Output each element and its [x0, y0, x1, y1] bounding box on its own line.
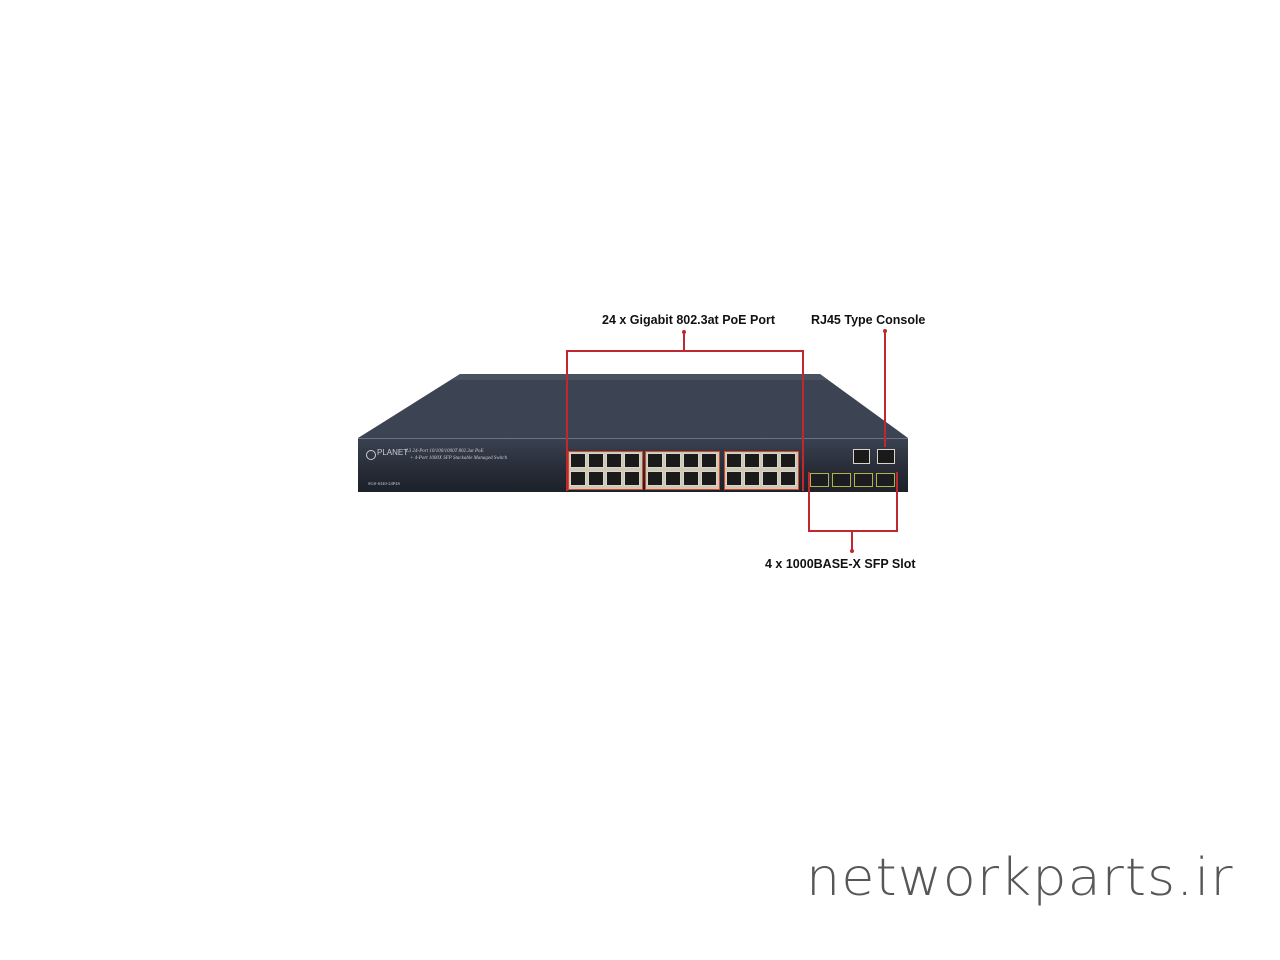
- poe-port[interactable]: [647, 471, 663, 486]
- switch-front-panel: PLANET L3 24-Port 10/100/1000T 802.3at P…: [358, 438, 908, 492]
- sfp-slot[interactable]: [810, 473, 829, 487]
- poe-callout-box-left: [566, 350, 568, 491]
- rj45-management-port[interactable]: [853, 449, 870, 464]
- device-description-1: L3 24-Port 10/100/1000T 802.3at PoE: [406, 449, 484, 454]
- poe-port[interactable]: [606, 453, 622, 468]
- watermark: networkparts.ir: [806, 847, 1234, 908]
- poe-port[interactable]: [665, 453, 681, 468]
- poe-port[interactable]: [726, 453, 742, 468]
- poe-port[interactable]: [744, 471, 760, 486]
- poe-port[interactable]: [665, 471, 681, 486]
- poe-port[interactable]: [762, 471, 778, 486]
- poe-port[interactable]: [606, 471, 622, 486]
- sfp-callout-box-right: [896, 472, 898, 531]
- poe-ports-label: 24 x Gigabit 802.3at PoE Port: [602, 313, 775, 327]
- rj45-console-port[interactable]: [877, 449, 895, 464]
- poe-port[interactable]: [744, 453, 760, 468]
- poe-port[interactable]: [701, 453, 717, 468]
- console-callout-leader: [884, 331, 886, 447]
- console-label: RJ45 Type Console: [811, 313, 926, 327]
- sfp-callout-box-bottom: [808, 530, 898, 532]
- sfp-slot[interactable]: [876, 473, 895, 487]
- switch-top-surface: [358, 374, 908, 438]
- console-callout-dot: [883, 329, 887, 333]
- poe-port[interactable]: [683, 453, 699, 468]
- planet-logo-icon: [366, 450, 376, 460]
- sfp-callout-leader: [851, 531, 853, 550]
- poe-port[interactable]: [762, 453, 778, 468]
- poe-callout-leader: [683, 332, 685, 350]
- poe-port[interactable]: [683, 471, 699, 486]
- model-number: SGS-6340-24P4S: [368, 481, 401, 486]
- poe-port[interactable]: [588, 453, 604, 468]
- poe-port[interactable]: [780, 453, 796, 468]
- sfp-slot[interactable]: [832, 473, 851, 487]
- poe-callout-box-right: [802, 350, 804, 491]
- poe-callout-box-top: [566, 350, 803, 352]
- sfp-callout-box-left: [808, 472, 810, 531]
- poe-port[interactable]: [780, 471, 796, 486]
- poe-port[interactable]: [624, 453, 640, 468]
- sfp-label: 4 x 1000BASE-X SFP Slot: [765, 557, 916, 571]
- brand-logo: PLANET: [377, 448, 409, 457]
- poe-callout-dot: [682, 330, 686, 334]
- poe-port[interactable]: [701, 471, 717, 486]
- poe-port[interactable]: [647, 453, 663, 468]
- sfp-callout-dot: [850, 549, 854, 553]
- poe-port[interactable]: [570, 471, 586, 486]
- poe-port[interactable]: [588, 471, 604, 486]
- device-description-2: + 4-Port 1000X SFP Stackable Managed Swi…: [410, 456, 508, 461]
- poe-port[interactable]: [726, 471, 742, 486]
- poe-port[interactable]: [570, 453, 586, 468]
- poe-port[interactable]: [624, 471, 640, 486]
- sfp-slot[interactable]: [854, 473, 873, 487]
